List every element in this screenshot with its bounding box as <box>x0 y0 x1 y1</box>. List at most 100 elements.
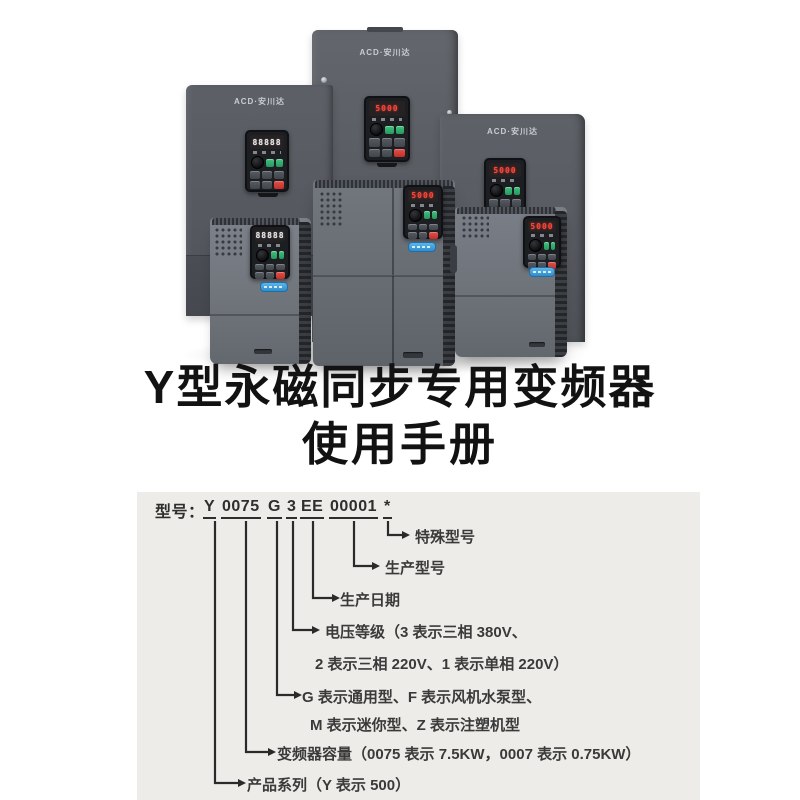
label-capacity: 变频器容量（0075 表示 7.5KW，0007 表示 0.75KW） <box>277 746 641 763</box>
run-button <box>385 125 394 134</box>
keypad-knob <box>370 123 383 137</box>
screw-icon <box>321 77 327 83</box>
spec-label <box>529 267 555 277</box>
run-button <box>271 251 277 260</box>
model-segment-special: * <box>383 498 392 519</box>
key-button <box>262 180 272 189</box>
keypad: 5000 <box>403 185 443 239</box>
model-segment-series: Y <box>203 498 217 519</box>
brand-logo: ACD·安川达 <box>359 48 411 57</box>
heatsink-cap <box>315 180 453 188</box>
spec-label <box>408 242 436 252</box>
key-button <box>265 263 275 271</box>
function-button <box>275 158 283 167</box>
key-button <box>429 223 438 231</box>
stop-button <box>548 262 556 269</box>
label-series: 产品系列（Y 表示 500） <box>247 777 411 794</box>
inverter-front-left: 88888 <box>210 218 311 364</box>
model-segment-voltage: 3 <box>286 498 298 519</box>
key-button <box>250 171 260 179</box>
run-button <box>266 158 274 167</box>
keypad-display: 88888 <box>250 135 284 150</box>
label-type-line2: M 表示迷你型、Z 表示注塑机型 <box>310 717 520 734</box>
inverter-front-right: 5000 <box>450 207 567 357</box>
key-button <box>548 254 556 261</box>
key-button <box>369 138 380 147</box>
label-voltage-line2: 2 表示三相 220V、1 表示单相 220V） <box>315 656 569 673</box>
manual-subtitle: 使用手册 <box>302 418 498 470</box>
key-button <box>255 263 264 271</box>
keypad: 5000 <box>523 216 561 269</box>
keypad-controls <box>250 156 284 170</box>
keypad-controls <box>255 248 285 262</box>
keypad-tab <box>377 163 397 167</box>
brand-logo: ACD·安川达 <box>487 127 538 136</box>
keypad-indicator-leds <box>531 234 553 238</box>
keypad-buttons <box>528 254 556 269</box>
key-button <box>274 171 284 179</box>
keypad-display: 5000 <box>489 163 521 178</box>
model-number-diagram: 型号： Y 0075 G 3 EE 00001 * <box>137 492 700 800</box>
vent-holes <box>320 192 342 227</box>
keypad-knob <box>251 156 264 170</box>
keypad-indicator-leds <box>411 203 435 207</box>
keypad-knob <box>256 248 269 262</box>
keypad: 5000 <box>364 96 410 162</box>
keypad: 88888 <box>245 130 289 192</box>
key-button <box>250 180 260 189</box>
function-button <box>395 125 404 134</box>
terminal-slot <box>254 349 272 354</box>
heatsink-fins <box>299 222 311 364</box>
function-button <box>278 251 284 260</box>
key-button <box>528 262 536 269</box>
stop-button <box>429 232 438 239</box>
keypad-buttons <box>369 138 405 158</box>
run-button <box>424 211 430 220</box>
function-button <box>513 186 520 195</box>
keypad-display: 5000 <box>408 190 438 202</box>
model-segment-capacity: 0075 <box>221 498 261 519</box>
heatsink-cap <box>457 207 556 214</box>
model-segment-type: G <box>267 498 282 519</box>
keypad-display: 5000 <box>528 221 556 233</box>
vent-holes <box>462 216 489 239</box>
key-button <box>408 232 417 239</box>
model-segment-date: EE <box>300 498 325 519</box>
keypad-indicator-leds <box>492 179 518 183</box>
brand-logo: ACD·安川达 <box>234 97 285 106</box>
terminal-slot <box>529 342 545 347</box>
keypad-knob <box>490 184 503 198</box>
keypad-knob <box>409 208 422 222</box>
keypad-tab <box>258 193 278 197</box>
key-button <box>538 262 546 269</box>
key-button <box>276 263 285 271</box>
keypad-indicator-leds <box>372 118 402 122</box>
keypad-buttons <box>250 171 284 189</box>
keypad-buttons <box>255 263 285 279</box>
label-voltage-line1: 电压等级（3 表示三相 380V、 <box>325 624 527 641</box>
title-block: Y型永磁同步专用变频器 使用手册 <box>0 358 800 472</box>
manual-title: Y型永磁同步专用变频器 <box>143 361 657 413</box>
key-button <box>265 272 275 279</box>
key-button <box>262 171 272 179</box>
function-button <box>431 211 437 220</box>
key-button <box>418 232 428 239</box>
inverter-front-center: 5000 <box>313 180 455 366</box>
keypad-controls <box>528 239 556 253</box>
label-production-date: 生产日期 <box>340 592 401 609</box>
vent-holes <box>215 228 242 256</box>
keypad-display: 88888 <box>255 230 285 242</box>
key-button <box>394 138 405 147</box>
keypad-indicator-leds <box>253 151 281 155</box>
key-button <box>369 148 380 158</box>
key-button <box>538 254 546 261</box>
key-button <box>528 254 536 261</box>
panel-seam <box>392 188 394 366</box>
screw-icon <box>447 110 452 115</box>
panel-seam <box>313 275 443 276</box>
terminal-slot <box>403 352 423 358</box>
panel-seam <box>455 295 555 296</box>
keypad-knob <box>529 239 542 253</box>
model-prefix: 型号： <box>155 504 205 521</box>
panel-seam <box>210 314 299 315</box>
